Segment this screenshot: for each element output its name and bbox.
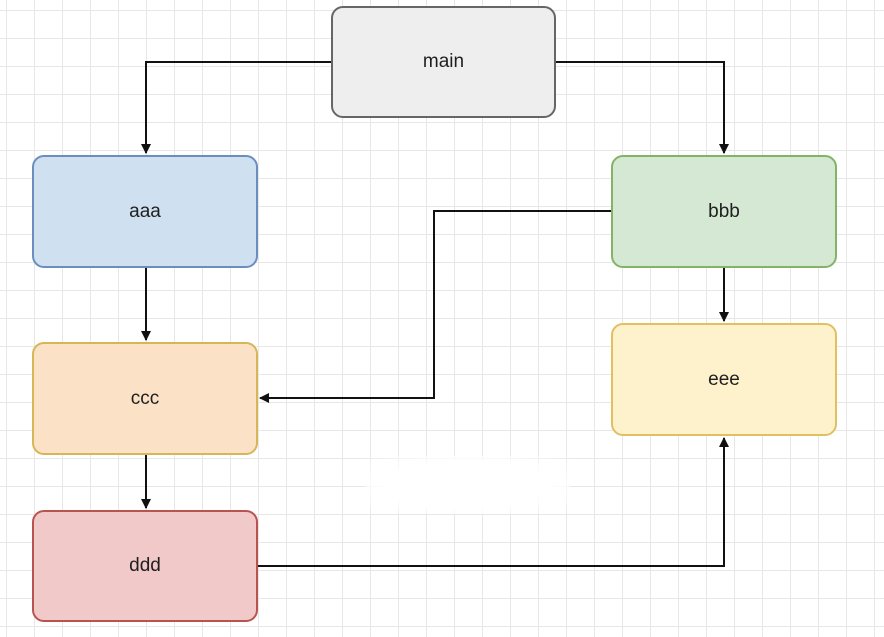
- edge-main-to-bbb: [556, 61, 729, 154]
- node-ccc[interactable]: ccc: [32, 342, 258, 455]
- node-aaa-label: aaa: [129, 200, 161, 222]
- edge-bbb-to-ccc: [259, 210, 611, 403]
- node-eee-label: eee: [708, 368, 740, 390]
- erased-watermark-area: [365, 456, 570, 514]
- node-main[interactable]: main: [331, 6, 556, 118]
- node-eee[interactable]: eee: [611, 323, 837, 436]
- edge-ddd-to-eee: [258, 437, 729, 567]
- node-ddd-label: ddd: [129, 555, 161, 576]
- node-aaa[interactable]: aaa: [32, 155, 258, 268]
- edge-main-to-aaa: [141, 61, 331, 154]
- node-ddd[interactable]: ddd: [32, 510, 258, 622]
- node-main-label: main: [422, 51, 465, 72]
- node-bbb[interactable]: bbb: [611, 155, 837, 268]
- node-bbb-label: bbb: [708, 200, 740, 222]
- node-ccc-label: ccc: [130, 387, 160, 409]
